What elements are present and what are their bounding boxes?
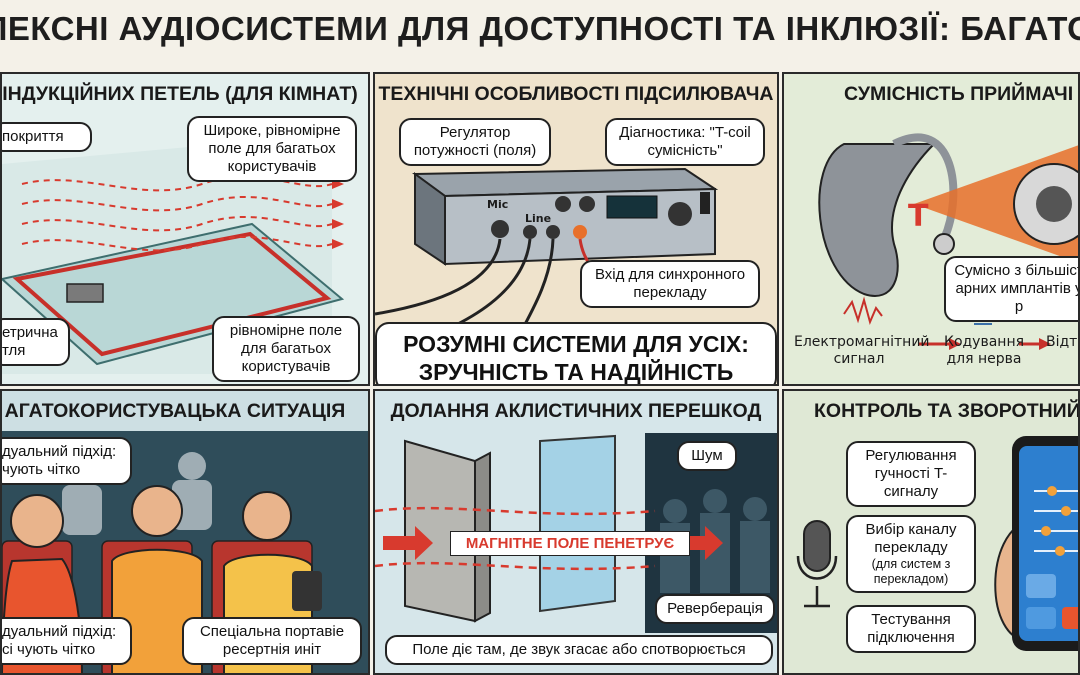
multi-bottom-bubble: дуальний підхід: сі чують чітко [2,617,132,665]
control-heading: КОНТРОЛЬ ТА ЗВОРОТНИЙ ЗВ [814,400,1080,422]
signal-flow: Електромагнітний сигнал Кодування для не… [784,334,1078,378]
channel-select-bubble: Вибір каналу перекладу (для систем з пер… [846,515,976,593]
flow-step-playback: Відт з [1046,334,1078,350]
multi-top-bubble: дуальний підхід: чують чітко [2,437,132,485]
line-port-label: Line [525,212,552,225]
loop-uniform-bubble: рівномірне поле для багатьох користувачі… [212,316,360,382]
loop-symmetric-bubble: етрична тля [2,318,70,366]
mic-port-label: Mic [487,198,509,211]
amplifier-illustration [375,167,719,384]
smart-systems-slogan: РОЗУМНІ СИСТЕМИ ДЛЯ УСІХ: ЗРУЧНІСТЬ ТА Н… [375,322,777,384]
panel-control: КОНТРОЛЬ ТА ЗВОРОТНИЙ ЗВ Регулювання гуч… [782,389,1080,675]
flow-step-nerve-coding: Кодування для нерва [944,334,1025,367]
sync-input-bubble: Вхід для синхронного перекладу [580,260,760,308]
acoustic-caption-bubble: Поле діє там, де звук згасає або спотвор… [385,635,773,665]
flow-step-em-signal: Електромагнітний сигнал [794,334,930,367]
hearing-aid-illustration [818,133,1078,350]
loop-wide-field-bubble: Широке, рівномірне поле для багатьох кор… [187,116,357,182]
magnetic-field-label: МАГНІТНЕ ПОЛЕ ПЕНЕТРУЄ [450,531,690,556]
panel-compatibility: СУМІСНІСТЬ ПРИЙМАЧІ T Сумісно з більшіст… [782,72,1080,386]
connection-test-bubble: Тестування підключення [846,605,976,653]
page-title-bar: ПЛЕКСНІ АУДІОСИСТЕМИ ДЛЯ ДОСТУПНОСТІ ТА … [0,0,1080,72]
reverb-bubble: Реверберація [655,594,775,624]
control-app-illustration [796,436,1078,651]
amplifier-heading: ТЕХНІЧНІ ОСОБЛИВОСТІ ПІДСИЛЮВАЧА [378,83,774,105]
panel-amplifier: ТЕХНІЧНІ ОСОБЛИВОСТІ ПІДСИЛЮВАЧА Регулят… [373,72,779,386]
loop-heading: ІНДУКЦІЙНИХ ПЕТЕЛЬ (ДЛЯ КІМНАТ) [2,83,358,105]
panel-multi-user: АГАТОКОРИСТУВАЦЬКА СИТУАЦІЯ дуальний під… [0,389,370,675]
t-coil-letter: T [908,199,929,234]
panel-acoustic: ДОЛАННЯ АКЛИСТИЧНИХ ПЕРЕШКОД Шум МАГНІТН… [373,389,779,675]
power-regulator-bubble: Регулятор потужності (поля) [399,118,551,166]
noise-bubble: Шум [677,441,737,471]
loop-coverage-bubble: покриття [2,122,92,152]
diagnostics-bubble: Діагностика: "T-coil сумісність" [605,118,765,166]
page-title: ПЛЕКСНІ АУДІОСИСТЕМИ ДЛЯ ДОСТУПНОСТІ ТА … [0,10,1080,47]
panel-induction-loop: ІНДУКЦІЙНИХ ПЕТЕЛЬ (ДЛЯ КІМНАТ) покриття… [0,72,370,386]
compatibility-heading: СУМІСНІСТЬ ПРИЙМАЧІ [844,83,1074,105]
channel-select-note: (для систем з перекладом) [871,557,951,586]
portable-receiver-bubble: Спеціальна портавіе ресертнія иніт [182,617,362,665]
multi-user-heading: АГАТОКОРИСТУВАЦЬКА СИТУАЦІЯ [2,391,368,431]
acoustic-heading: ДОЛАННЯ АКЛИСТИЧНИХ ПЕРЕШКОД [390,400,762,422]
volume-control-bubble: Регулювання гучності T-сигналу [846,441,976,507]
implants-bubble: Сумісно з більшіст арних имплантів у р [944,256,1078,322]
channel-select-title: Вибір каналу перекладу [865,521,957,556]
